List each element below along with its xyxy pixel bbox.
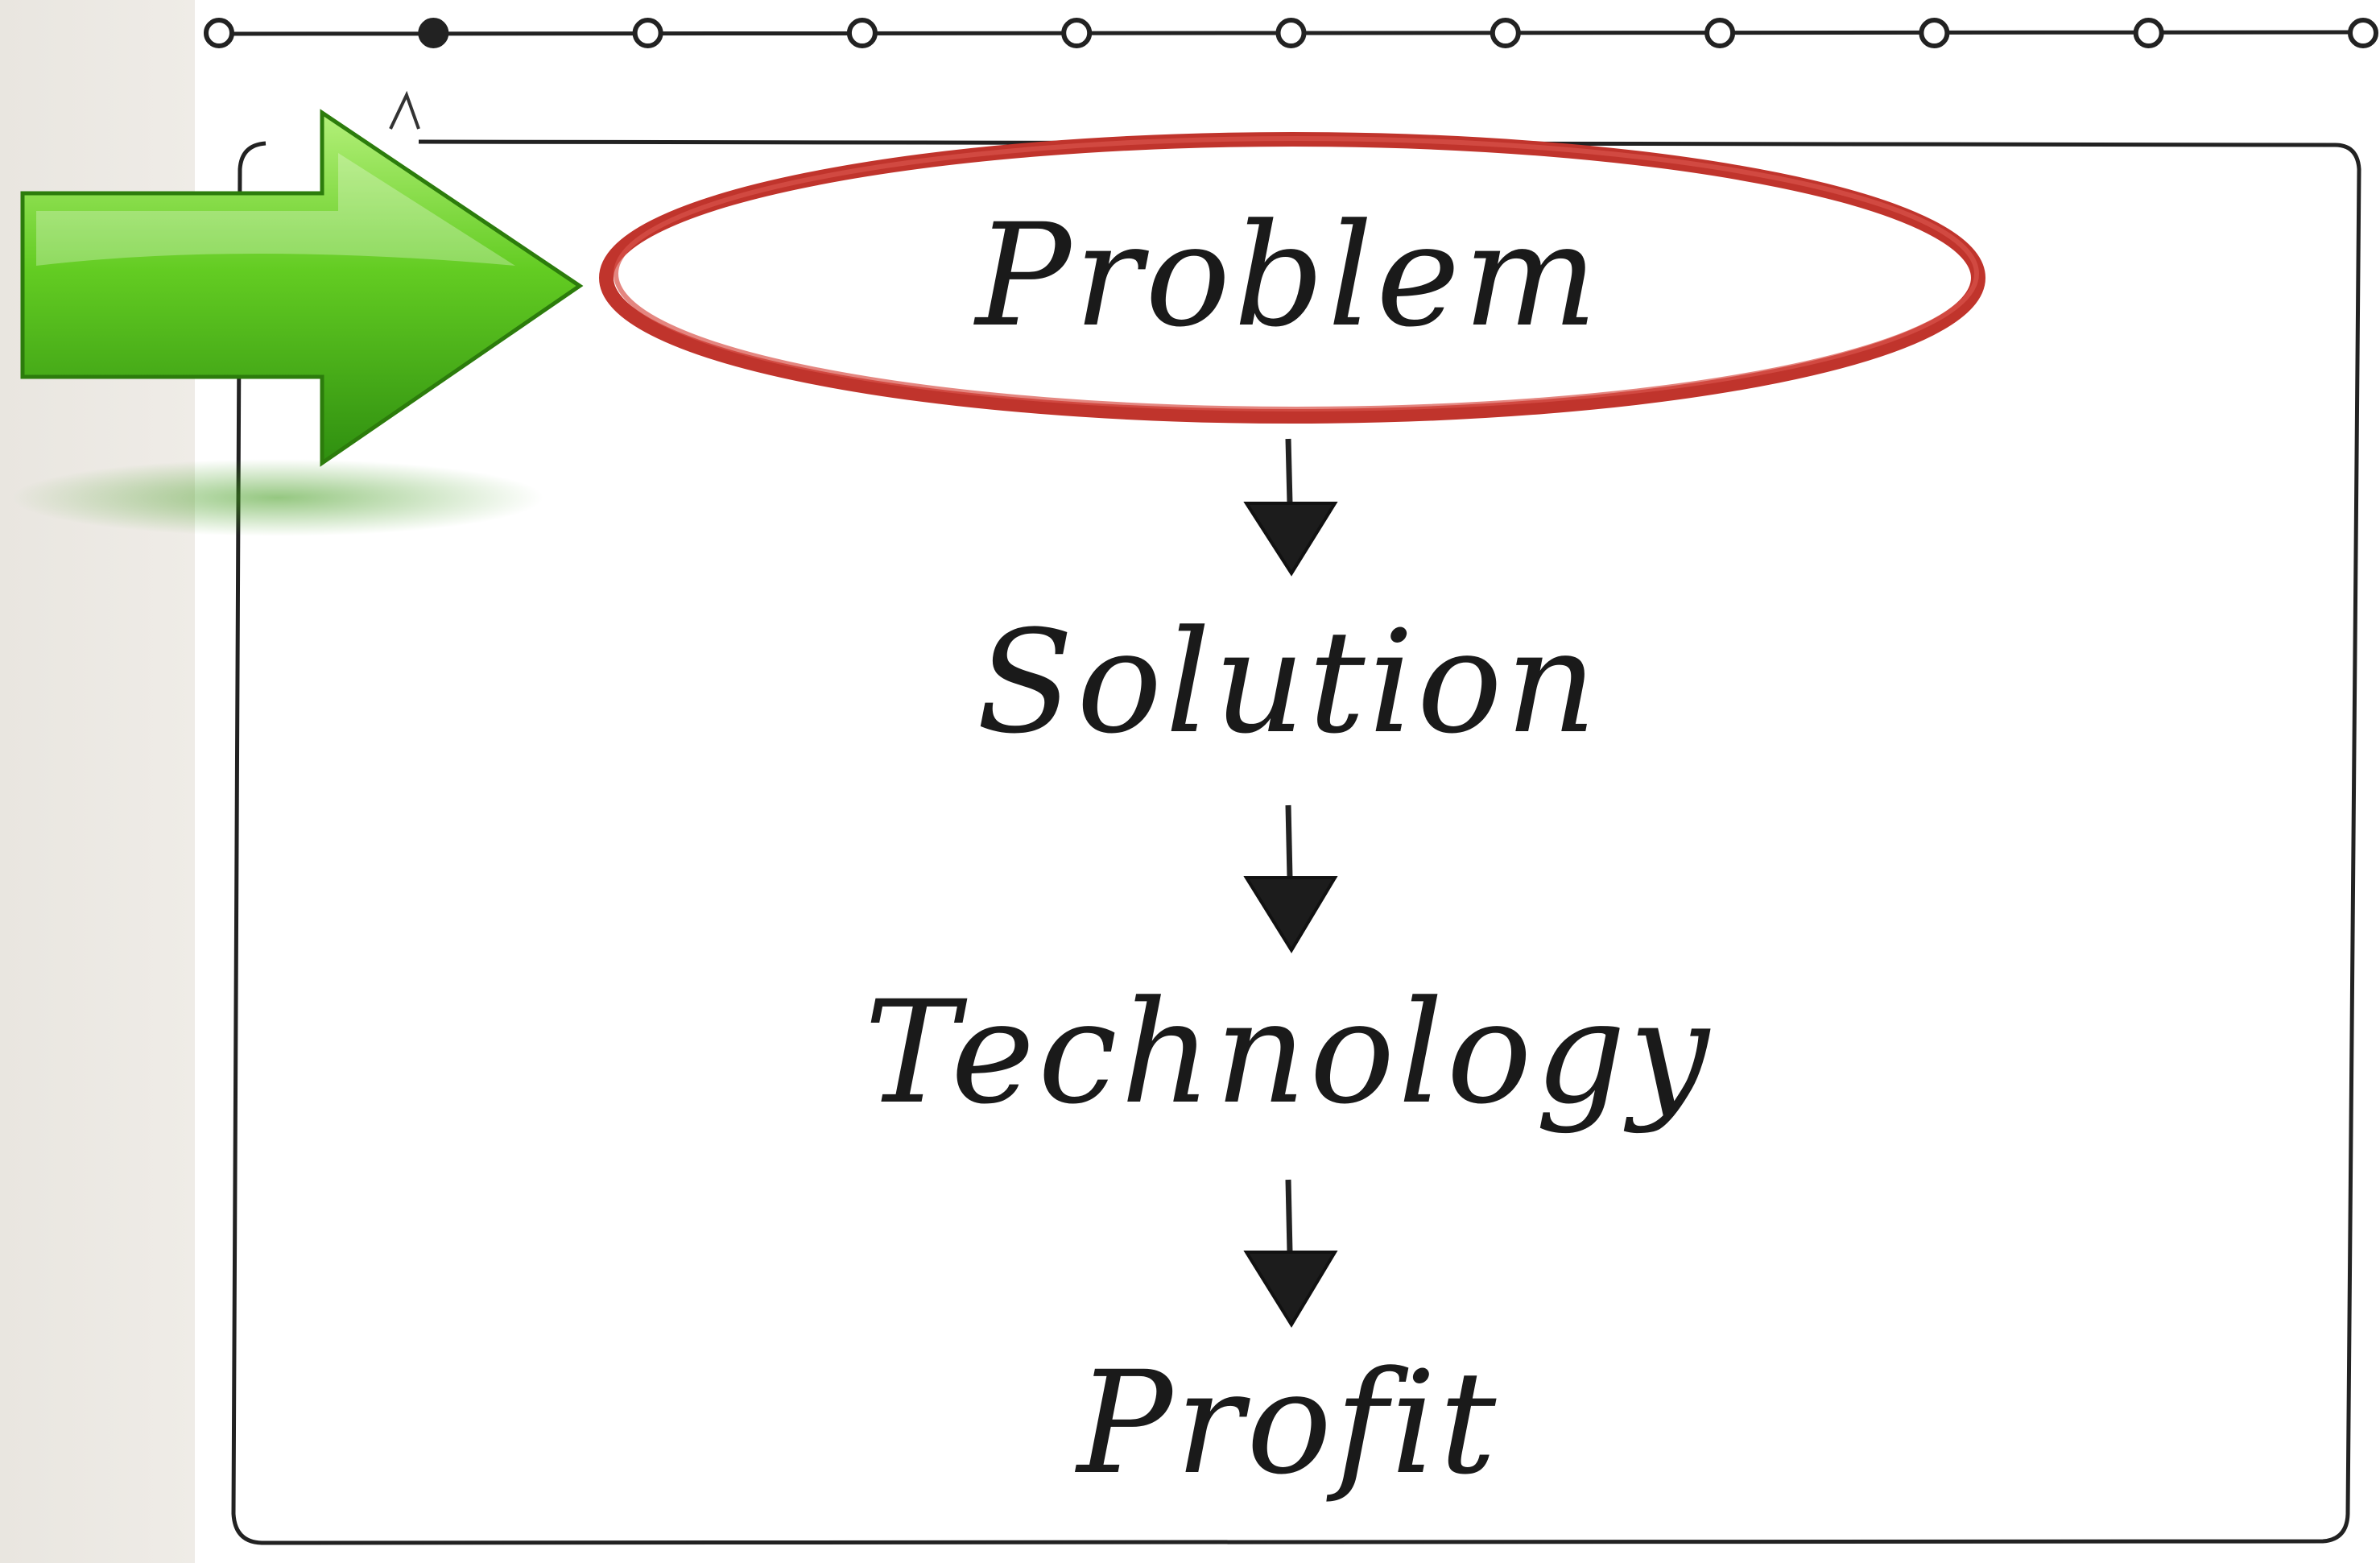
- flow-arrow: [1243, 1179, 1338, 1328]
- flow-step-solution: Solution: [976, 600, 1601, 765]
- flow-arrow: [1243, 804, 1338, 953]
- timeline-node[interactable]: [1919, 18, 1950, 48]
- timeline-node[interactable]: [2133, 18, 2164, 48]
- timeline-node[interactable]: [204, 18, 234, 48]
- timeline-node[interactable]: [846, 18, 878, 48]
- sketch-frame: [231, 139, 2361, 1545]
- timeline-node[interactable]: [1061, 18, 1093, 48]
- pointer-arrow-icon: [12, 109, 584, 536]
- timeline-node[interactable]: [1704, 18, 1736, 48]
- flow-step-problem: Problem: [975, 193, 1601, 358]
- timeline-node[interactable]: [1490, 18, 1521, 48]
- highlight-ring: [599, 132, 1985, 424]
- flow-step-technology: Technology: [864, 970, 1713, 1135]
- progress-timeline: [204, 18, 2378, 48]
- flow-step-profit: Profit: [1076, 1341, 1500, 1506]
- timeline-node[interactable]: [2348, 18, 2378, 48]
- sketch-frame-tick: [389, 90, 420, 130]
- flow-arrow: [1243, 438, 1338, 577]
- timeline-node-current[interactable]: [418, 18, 449, 48]
- timeline-node[interactable]: [632, 18, 663, 48]
- timeline-node[interactable]: [1275, 18, 1307, 48]
